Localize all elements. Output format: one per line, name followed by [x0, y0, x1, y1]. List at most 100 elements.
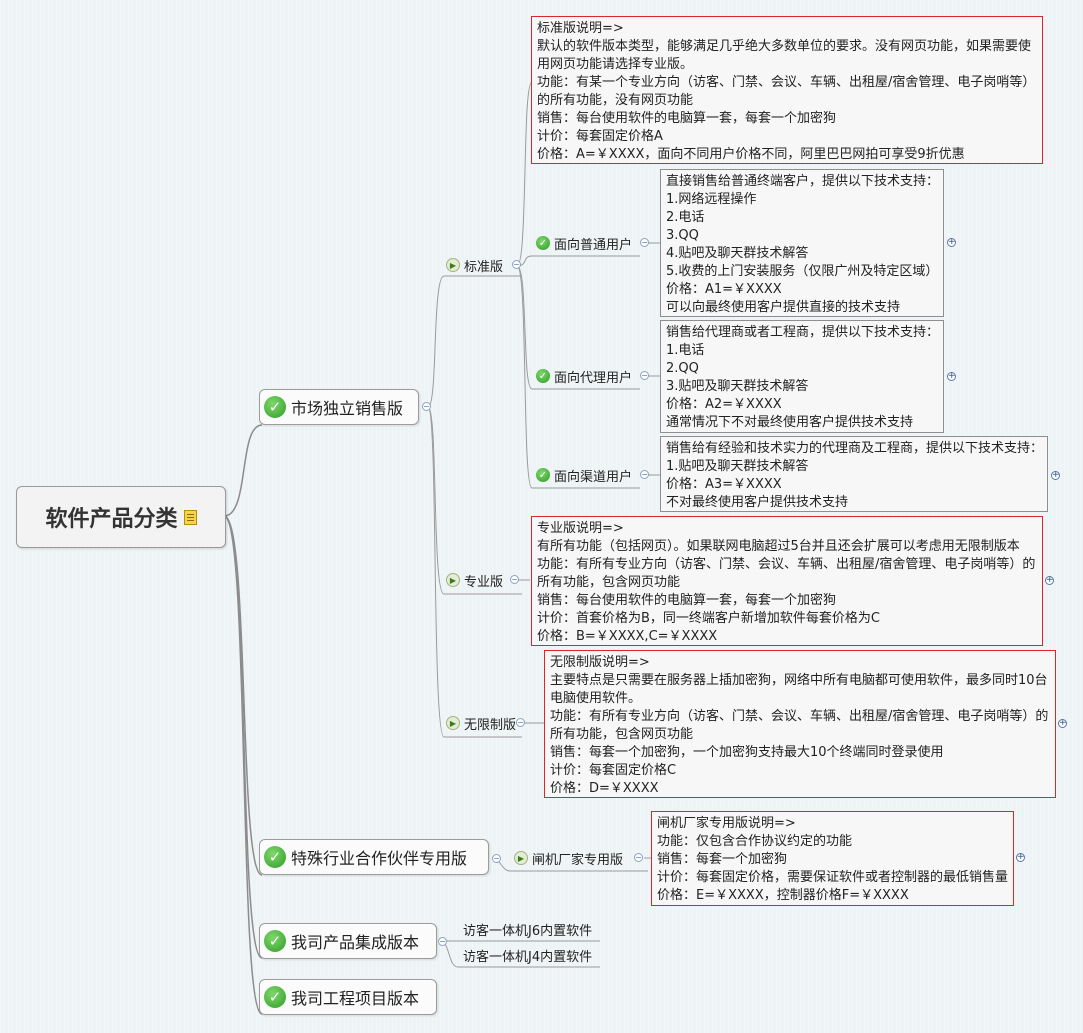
regular-users-box: 直接销售给普通终端客户，提供以下技术支持： 1.网络远程操作 2.电话 3.QQ…: [660, 169, 944, 317]
node-gate-vendor[interactable]: ▶ 闸机厂家专用版: [514, 848, 623, 868]
check-icon: ✓: [536, 236, 550, 250]
detail-line: 销售给代理商或者工程商，提供以下技术支持：: [666, 325, 940, 340]
note-line: 功能：有所有专业方向（访客、门禁、会议、车辆、出租屋/宿舍管理、电子岗哨等）的: [537, 557, 1036, 572]
node-channel-users[interactable]: ✓ 面向渠道用户: [536, 465, 632, 485]
note-line: 功能：有所有专业方向（访客、门禁、会议、车辆、出租屋/宿舍管理、电子岗哨等）的: [550, 709, 1049, 724]
collapse-icon[interactable]: −: [438, 937, 447, 946]
node-regular-users[interactable]: ✓ 面向普通用户: [536, 233, 632, 253]
note-line: 价格：E=￥XXXX，控制器价格F=￥XXXX: [657, 888, 909, 903]
collapse-icon[interactable]: −: [634, 853, 643, 862]
gate-vendor-note-box: 闸机厂家专用版说明=> 功能：仅包含合作协议约定的功能 销售：每套一个加密狗 计…: [651, 811, 1014, 906]
pro-note-box: 专业版说明=> 有所有功能（包括网页）。如果联网电脑超过5台并且还会扩展可以考虑…: [531, 516, 1043, 646]
arrow-icon: ▶: [514, 851, 528, 865]
node-agent-users[interactable]: ✓ 面向代理用户: [536, 366, 632, 386]
detail-line: 价格：A2=￥XXXX: [666, 397, 782, 412]
detail-line: 5.收费的上门安装服务（仅限广州及特定区域）: [666, 264, 939, 279]
check-icon: ✓: [536, 468, 550, 482]
note-line: 的所有功能，没有网页功能: [537, 93, 694, 108]
detail-line: 通常情况下不对最终使用客户提供技术支持: [666, 415, 914, 430]
note-line: 电脑使用软件。: [550, 691, 642, 706]
collapse-icon[interactable]: −: [422, 402, 431, 411]
node-label: 闸机厂家专用版: [532, 852, 624, 868]
note-line: 闸机厂家专用版说明=>: [657, 816, 796, 831]
agent-users-box: 销售给代理商或者工程商，提供以下技术支持： 1.电话 2.QQ 3.贴吧及聊天群…: [660, 320, 944, 433]
node-pro[interactable]: ▶ 专业版: [446, 570, 503, 590]
branch-integration[interactable]: ✓ 我司产品集成版本: [259, 923, 437, 959]
collapse-icon[interactable]: −: [640, 371, 649, 380]
node-standard[interactable]: ▶ 标准版: [446, 255, 503, 275]
collapse-icon[interactable]: −: [510, 575, 519, 584]
check-icon: ✓: [264, 846, 286, 868]
expand-icon[interactable]: +: [1045, 575, 1054, 585]
note-line: 默认的软件版本类型，能够满足几乎绝大多数单位的要求。没有网页功能，如果需要使: [537, 39, 1032, 54]
collapse-icon[interactable]: −: [492, 854, 501, 863]
arrow-icon: ▶: [446, 573, 460, 587]
note-line: 计价：每套固定价格，需要保证软件或者控制器的最低销售量: [657, 870, 1009, 885]
node-integration-j6[interactable]: 访客一体机J6内置软件: [463, 923, 593, 939]
branch-label: 特殊行业合作伙伴专用版: [291, 849, 468, 868]
node-label: 面向普通用户: [554, 237, 633, 253]
note-line: 销售：每套一个加密狗: [657, 852, 788, 867]
note-line: 功能：仅包含合作协议约定的功能: [657, 834, 853, 849]
detail-line: 销售给有经验和技术实力的代理商及工程商，提供以下技术支持：: [666, 441, 1044, 456]
note-line: 有所有功能（包括网页）。如果联网电脑超过5台并且还会扩展可以考虑用无限制版本: [537, 539, 1020, 554]
branch-label: 我司工程项目版本: [291, 989, 420, 1008]
expand-icon[interactable]: +: [947, 237, 956, 247]
channel-users-box: 销售给有经验和技术实力的代理商及工程商，提供以下技术支持： 1.贴吧及聊天群技术…: [660, 436, 1048, 512]
detail-line: 价格：A1=￥XXXX: [666, 282, 782, 297]
branch-label: 市场独立销售版: [291, 399, 404, 418]
detail-line: 2.电话: [666, 210, 705, 225]
expand-icon[interactable]: +: [1016, 852, 1025, 862]
detail-line: 1.贴吧及聊天群技术解答: [666, 459, 809, 474]
detail-line: 价格：A3=￥XXXX: [666, 477, 782, 492]
node-label: 面向渠道用户: [554, 469, 633, 485]
check-icon: ✓: [536, 369, 550, 383]
note-line: 用网页功能请选择专业版。: [537, 57, 694, 72]
check-icon: ✓: [264, 396, 286, 418]
standard-note-box: 标准版说明=> 默认的软件版本类型，能够满足几乎绝大多数单位的要求。没有网页功能…: [531, 16, 1043, 164]
node-label: 面向代理用户: [554, 370, 633, 386]
node-integration-j4[interactable]: 访客一体机J4内置软件: [463, 949, 593, 965]
detail-line: 4.贴吧及聊天群技术解答: [666, 246, 809, 261]
branch-label: 我司产品集成版本: [291, 933, 420, 952]
branch-market[interactable]: ✓ 市场独立销售版: [259, 389, 419, 425]
detail-line: 3.贴吧及聊天群技术解答: [666, 379, 809, 394]
note-line: 计价：每套固定价格C: [550, 763, 677, 778]
root-label: 软件产品分类: [45, 507, 178, 532]
detail-line: 3.QQ: [666, 228, 699, 243]
branch-partner[interactable]: ✓ 特殊行业合作伙伴专用版: [259, 839, 489, 875]
note-line: 功能：有某一个专业方向（访客、门禁、会议、车辆、出租屋/宿舍管理、电子岗哨等）: [537, 75, 1036, 90]
expand-icon[interactable]: +: [1051, 470, 1060, 480]
detail-line: 2.QQ: [666, 361, 699, 376]
detail-line: 1.电话: [666, 343, 705, 358]
note-line: 销售：每台使用软件的电脑算一套，每套一个加密狗: [537, 111, 837, 126]
node-unlimited[interactable]: ▶ 无限制版: [446, 713, 516, 733]
note-line: 标准版说明=>: [537, 21, 624, 36]
note-line: 销售：每台使用软件的电脑算一套，每套一个加密狗: [537, 593, 837, 608]
check-icon: ✓: [264, 986, 286, 1008]
branch-project[interactable]: ✓ 我司工程项目版本: [259, 979, 437, 1015]
detail-line: 直接销售给普通终端客户，提供以下技术支持：: [666, 174, 940, 189]
collapse-icon[interactable]: −: [640, 238, 649, 247]
note-line: 主要特点是只需要在服务器上插加密狗，网络中所有电脑都可使用软件，最多同时10台: [550, 673, 1048, 688]
note-line: 专业版说明=>: [537, 521, 624, 536]
note-line: 价格：A=￥XXXX，面向不同用户价格不同，阿里巴巴网拍可享受9折优惠: [537, 147, 965, 162]
note-line: 计价：每套固定价格A: [537, 129, 663, 144]
note-line: 所有功能，包含网页功能: [537, 575, 681, 590]
collapse-icon[interactable]: −: [640, 470, 649, 479]
unlimited-note-box: 无限制版说明=> 主要特点是只需要在服务器上插加密狗，网络中所有电脑都可使用软件…: [544, 650, 1056, 798]
note-icon[interactable]: [183, 509, 197, 525]
node-label: 标准版: [464, 259, 504, 275]
expand-icon[interactable]: +: [1058, 718, 1067, 728]
collapse-icon[interactable]: −: [512, 260, 521, 269]
check-icon: ✓: [264, 930, 286, 952]
note-line: 所有功能，包含网页功能: [550, 727, 694, 742]
expand-icon[interactable]: +: [947, 371, 956, 381]
arrow-icon: ▶: [446, 716, 460, 730]
node-label: 专业版: [464, 574, 504, 590]
detail-line: 可以向最终使用客户提供直接的技术支持: [666, 300, 901, 315]
detail-line: 不对最终使用客户提供技术支持: [666, 495, 849, 510]
collapse-icon[interactable]: −: [516, 718, 525, 727]
root-node[interactable]: 软件产品分类: [16, 486, 226, 548]
